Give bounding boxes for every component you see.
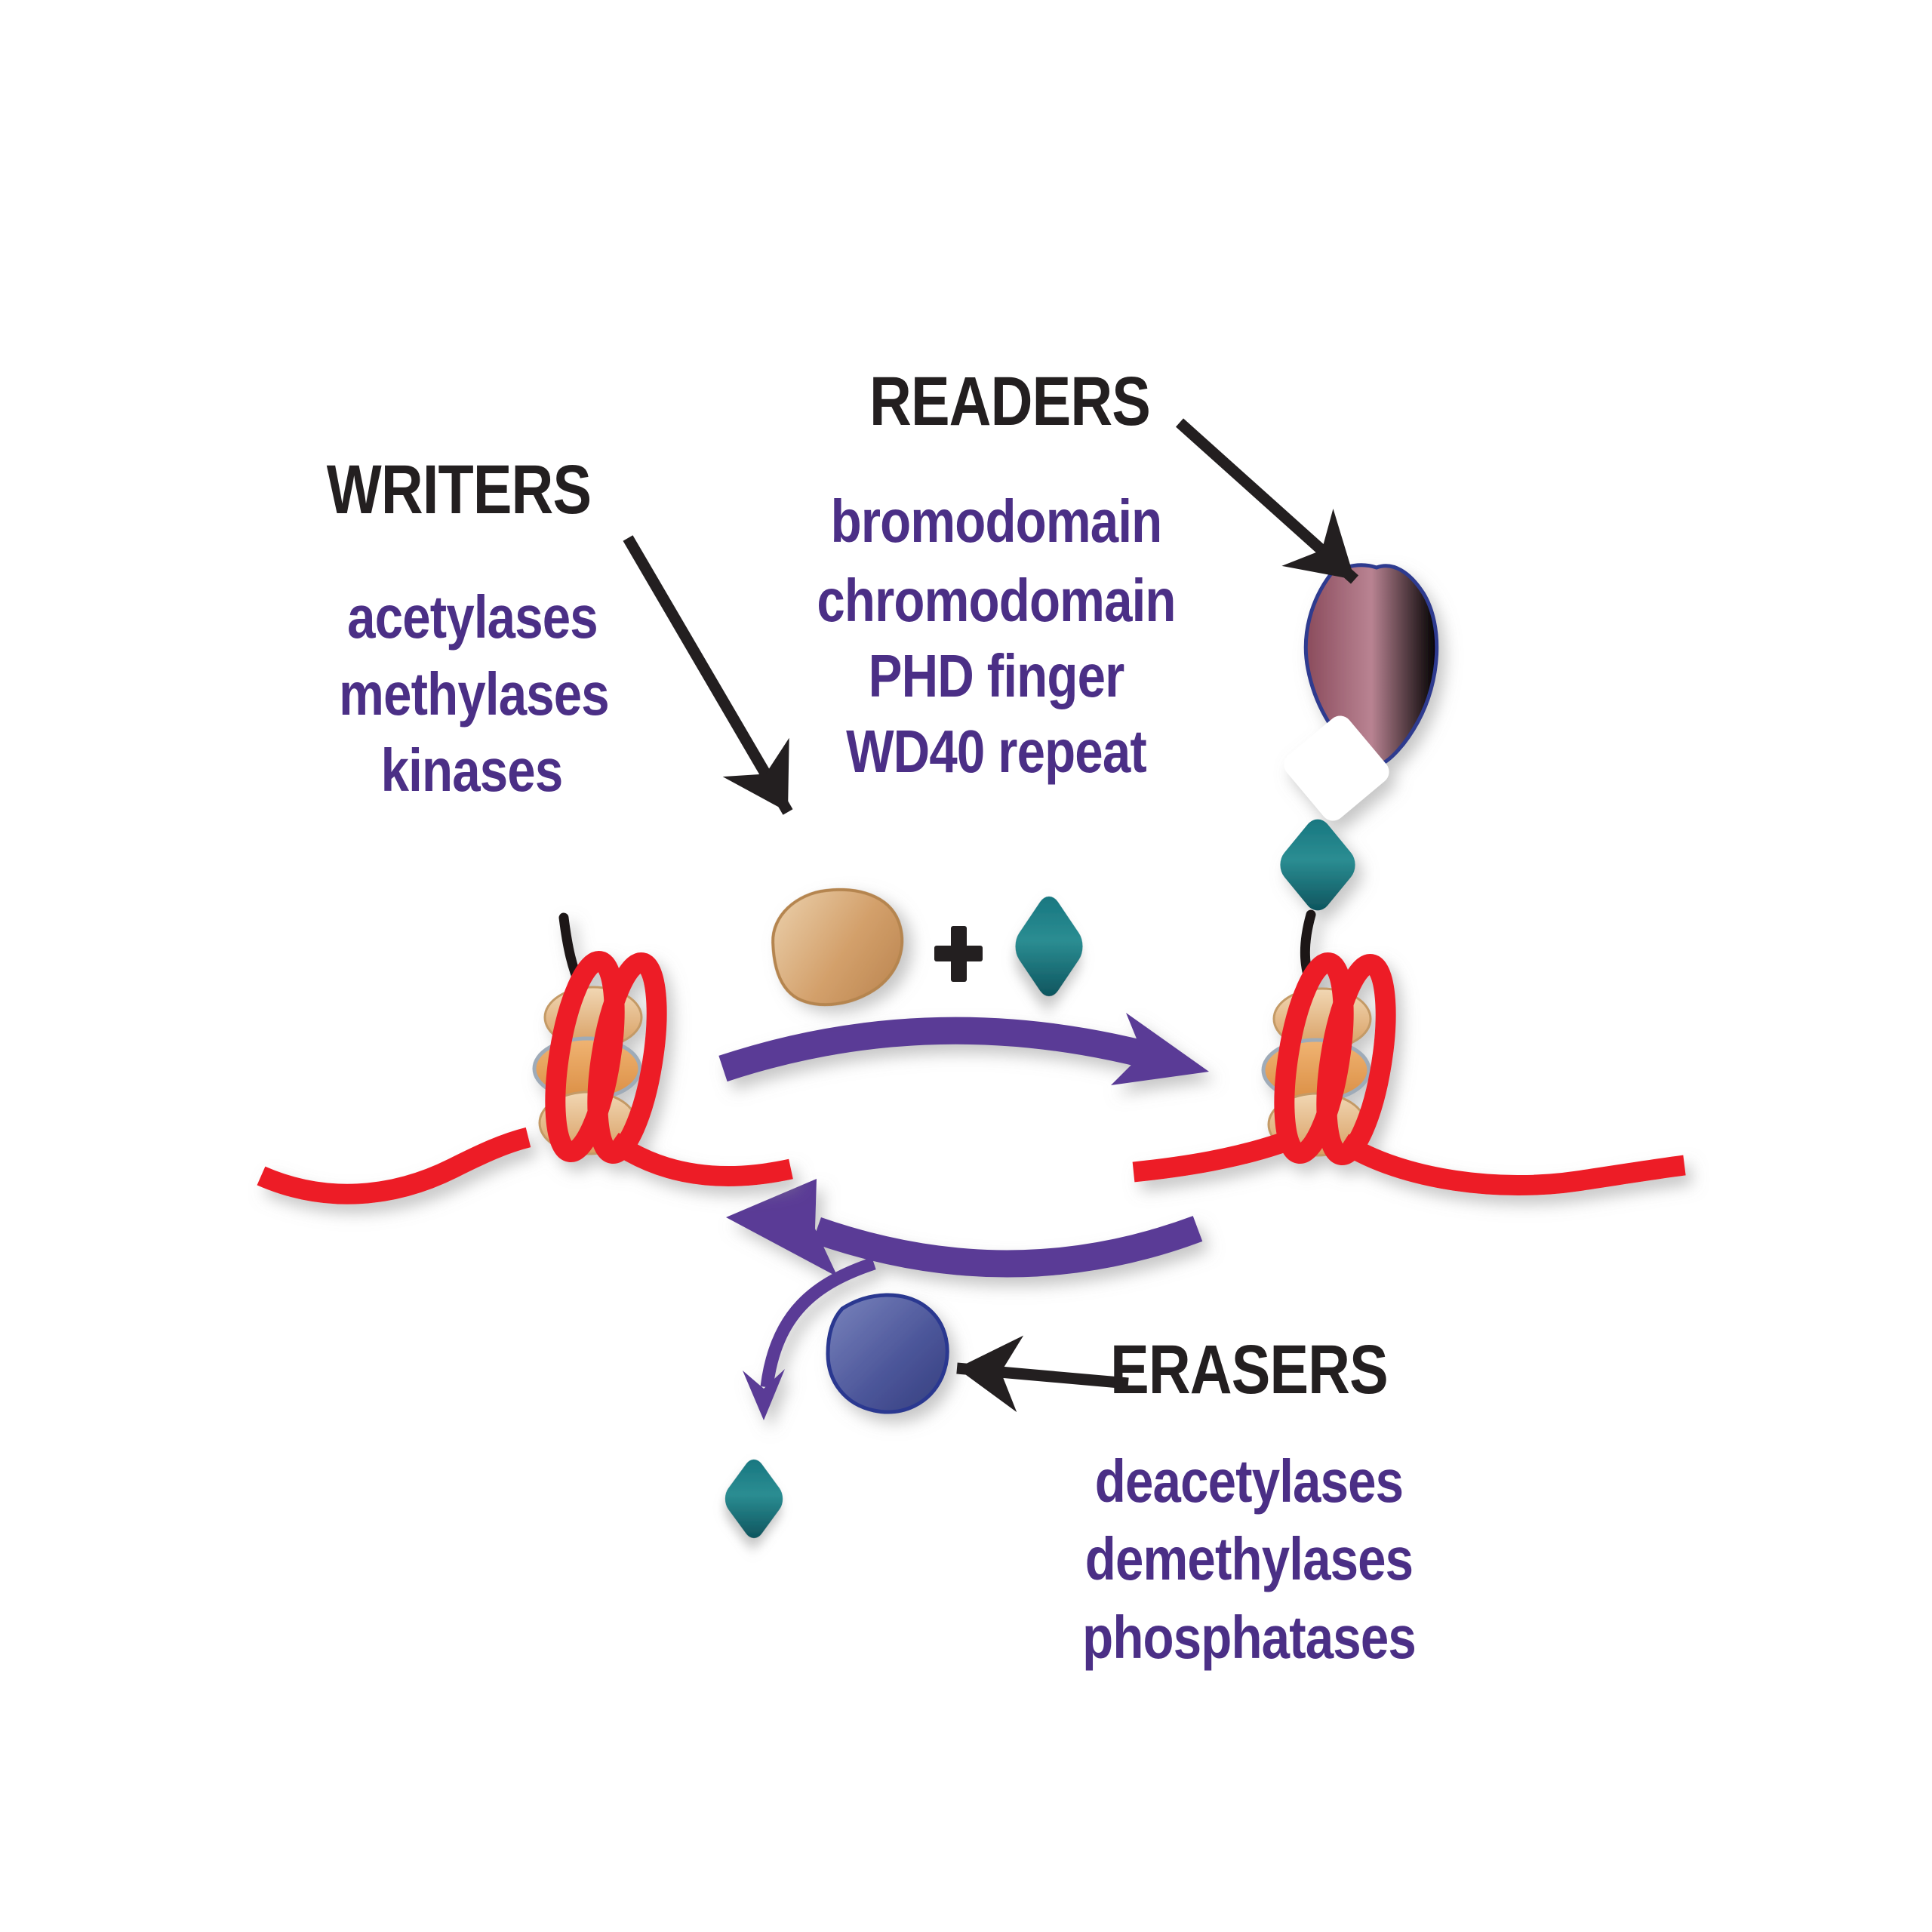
readers-title: READERS <box>869 363 1151 440</box>
reader-protein-assembly <box>1280 563 1439 1001</box>
histone-mark-icon <box>1280 819 1355 911</box>
readers-item-phd-finger: PHD finger <box>868 642 1125 709</box>
dna-strand-left <box>257 1127 531 1204</box>
erasers-item-deacetylases: deacetylases <box>1094 1447 1404 1515</box>
nucleosome-unmodified <box>257 912 793 1204</box>
writers-item-kinases: kinases <box>380 737 564 804</box>
dna-strand-right <box>1337 1134 1686 1195</box>
writers-item-methylases: methylases <box>339 660 610 728</box>
readers-pointer-icon <box>1175 418 1359 584</box>
erasers-title: ERASERS <box>1110 1331 1389 1408</box>
dna-strand-left <box>1132 1131 1291 1183</box>
forward-reaction-arrow <box>718 1013 1209 1085</box>
nucleosome-modified <box>1132 952 1686 1195</box>
erasers-pointer-icon <box>956 1335 1129 1413</box>
writers-pointer-icon <box>623 535 793 815</box>
reader-protein-icon <box>1303 563 1439 767</box>
readers-item-chromodomain: chromodomain <box>817 567 1176 634</box>
writers-title: WRITERS <box>326 451 592 528</box>
writer-enzyme-icon <box>771 888 904 1007</box>
histone-mark-icon <box>1015 896 1083 997</box>
mark-release-arrow-icon <box>743 1257 876 1420</box>
dna-strand-right <box>607 1132 793 1187</box>
erasers-item-phosphatases: phosphatases <box>1082 1604 1417 1671</box>
dna-wrap-loop <box>1316 953 1396 1166</box>
histone-mark-icon <box>724 1459 783 1539</box>
docking-notch <box>1284 715 1389 821</box>
erasers-item-demethylases: demethylases <box>1084 1525 1414 1592</box>
readers-item-bromodomain: bromodomain <box>830 488 1163 555</box>
dna-wrap-loop <box>587 952 667 1164</box>
writers-item-acetylases: acetylases <box>347 583 598 651</box>
plus-icon <box>934 926 983 982</box>
reverse-reaction-arrow <box>726 1179 1203 1420</box>
readers-item-wd40-repeat: WD40 repeat <box>846 718 1147 785</box>
eraser-enzyme-icon <box>826 1293 949 1414</box>
